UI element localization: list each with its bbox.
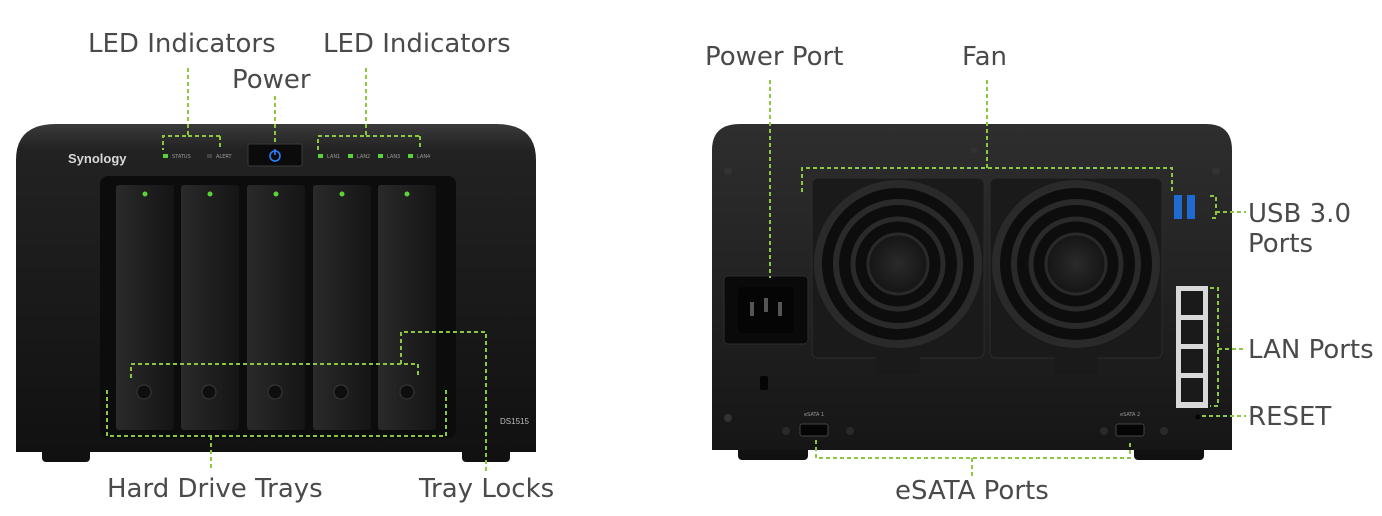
- tray-led-5: [404, 191, 410, 197]
- lock-slot-icon: [760, 376, 768, 390]
- callout-fan-bracket: [801, 167, 1173, 192]
- esata-ports-label: eSATA Ports: [895, 476, 1049, 506]
- callout-locks: [130, 363, 419, 378]
- power-label: Power: [232, 65, 311, 95]
- usb-ports[interactable]: [1174, 195, 1195, 219]
- tray-led-1: [142, 191, 148, 197]
- status-led: [163, 154, 168, 158]
- tray-led-4: [339, 191, 345, 197]
- tray-led-2: [207, 191, 213, 197]
- drive-tray-4[interactable]: [313, 185, 371, 430]
- callout-usb: [1210, 195, 1217, 219]
- tray-lock-2[interactable]: [201, 384, 217, 400]
- callout-led-left: [162, 68, 189, 150]
- screw-icon: [724, 167, 732, 175]
- lan-port-4[interactable]: [1181, 378, 1203, 402]
- usb-port-1[interactable]: [1174, 195, 1182, 219]
- esata-2-tag: eSATA 2: [1120, 412, 1140, 418]
- lan3-led: [378, 154, 383, 158]
- tray-locks-label: Tray Locks: [419, 474, 555, 504]
- tray-lock-4[interactable]: [333, 384, 349, 400]
- hard-drive-trays-label: Hard Drive Trays: [107, 474, 323, 504]
- fan-label: Fan: [962, 42, 1007, 72]
- front-callouts: [106, 68, 487, 472]
- lan-ports-label: LAN Ports: [1248, 335, 1374, 365]
- lan1-led: [318, 154, 323, 158]
- alert-led-label: ALERT: [216, 154, 232, 160]
- front-unit: Synology DS1515 STATUS ALERT LAN1 LAN2 L…: [16, 124, 536, 462]
- tray-lock-1[interactable]: [136, 384, 152, 400]
- power-port[interactable]: [723, 275, 809, 345]
- drive-tray-1[interactable]: [116, 185, 174, 430]
- lan-port-3[interactable]: [1181, 349, 1203, 373]
- power-port-label: Power Port: [705, 42, 844, 72]
- drive-tray-3[interactable]: [247, 185, 305, 430]
- callout-led-right: [317, 68, 367, 150]
- drive-tray-5[interactable]: [378, 185, 436, 430]
- tray-led-3: [273, 191, 279, 197]
- esata-port-1[interactable]: eSATA 1: [782, 412, 854, 437]
- led-indicators-left-label: LED Indicators: [88, 29, 276, 59]
- lan4-led-label: LAN4: [417, 154, 430, 160]
- model-number: DS1515: [500, 417, 529, 426]
- screw-icon: [971, 147, 977, 153]
- reset-label: RESET: [1248, 402, 1332, 432]
- callout-locks-stem: [400, 331, 487, 472]
- synology-logo: Synology: [68, 151, 127, 166]
- lan3-led-label: LAN3: [387, 154, 400, 160]
- usb-ports-label-line1: USB 3.0: [1248, 199, 1351, 229]
- lan-ports[interactable]: [1176, 286, 1208, 408]
- alert-led: [207, 154, 212, 158]
- esata-1-tag: eSATA 1: [804, 412, 824, 418]
- lan1-led-label: LAN1: [327, 154, 340, 160]
- lan4-led: [408, 154, 413, 158]
- tray-lock-3[interactable]: [267, 384, 283, 400]
- reset-button[interactable]: [1195, 414, 1201, 420]
- lan2-led-label: LAN2: [357, 154, 370, 160]
- esata-port-2[interactable]: eSATA 2: [1100, 412, 1168, 437]
- rear-unit: eSATA 1 eSATA 2: [712, 124, 1232, 460]
- usb-ports-label-line2: Ports: [1248, 229, 1314, 259]
- status-led-label: STATUS: [172, 154, 191, 160]
- lan2-led: [348, 154, 353, 158]
- screw-icon: [1212, 167, 1220, 175]
- rear-callouts: [769, 80, 1246, 476]
- fan-right: [989, 177, 1163, 374]
- tray-lock-5[interactable]: [399, 384, 415, 400]
- callout-trays: [106, 390, 447, 437]
- led-indicators-right-label: LED Indicators: [323, 29, 511, 59]
- fan-left: [811, 177, 985, 374]
- callout-lan: [1210, 287, 1219, 407]
- lan-port-2[interactable]: [1181, 320, 1203, 344]
- lan-port-1[interactable]: [1181, 291, 1203, 315]
- usb-port-2[interactable]: [1187, 195, 1195, 219]
- drive-tray-2[interactable]: [181, 185, 239, 430]
- screw-icon: [724, 414, 732, 422]
